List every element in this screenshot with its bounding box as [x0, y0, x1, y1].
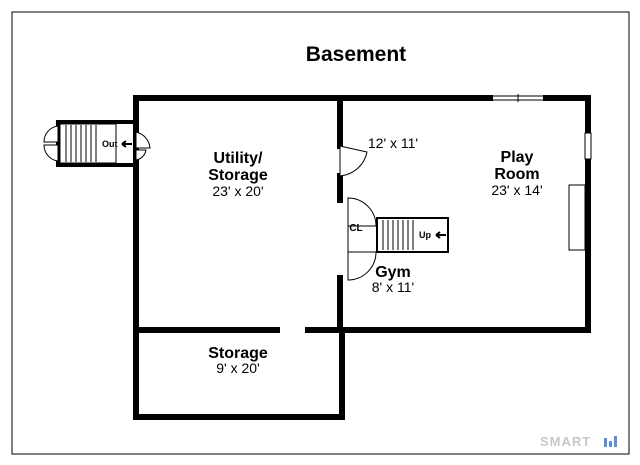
out-label: Out [102, 139, 118, 149]
closet-label: CL [349, 223, 362, 234]
utility-door [339, 145, 368, 177]
storage-dims: 9' x 20' [216, 360, 259, 376]
up-staircase: Up [376, 217, 449, 253]
page-frame [11, 11, 630, 455]
gym-name: Gym [375, 264, 411, 281]
play-room-name-line1: Play [501, 149, 534, 166]
up-label: Up [419, 230, 431, 240]
watermark-text: SMART [540, 434, 591, 449]
watermark-logo: SMART [540, 434, 617, 449]
window [584, 132, 592, 160]
gym-dims: 8' x 11' [372, 279, 414, 295]
sliding-door [490, 94, 546, 102]
play-room-name-line2: Room [494, 166, 539, 183]
gym-room: Gym 8' x 11' [372, 264, 414, 295]
play-room-extra-dims: 12' x 11' [368, 135, 418, 151]
out-staircase: Out [43, 120, 151, 167]
utility-storage-room: Utility/ Storage 23' x 20' [208, 150, 268, 199]
utility-dims: 23' x 20' [212, 183, 263, 199]
utility-name-line2: Storage [208, 167, 268, 184]
storage-name: Storage [208, 345, 268, 362]
interior-walls [137, 95, 345, 333]
play-room: 12' x 11' Play Room 23' x 14' [368, 135, 543, 198]
storage-room: Storage 9' x 20' [208, 345, 268, 376]
plan-title: Basement [306, 43, 406, 66]
play-room-dims: 23' x 14' [491, 182, 542, 198]
closet-door [347, 197, 377, 281]
utility-name-line1: Utility/ [214, 150, 263, 167]
built-in [568, 184, 586, 251]
